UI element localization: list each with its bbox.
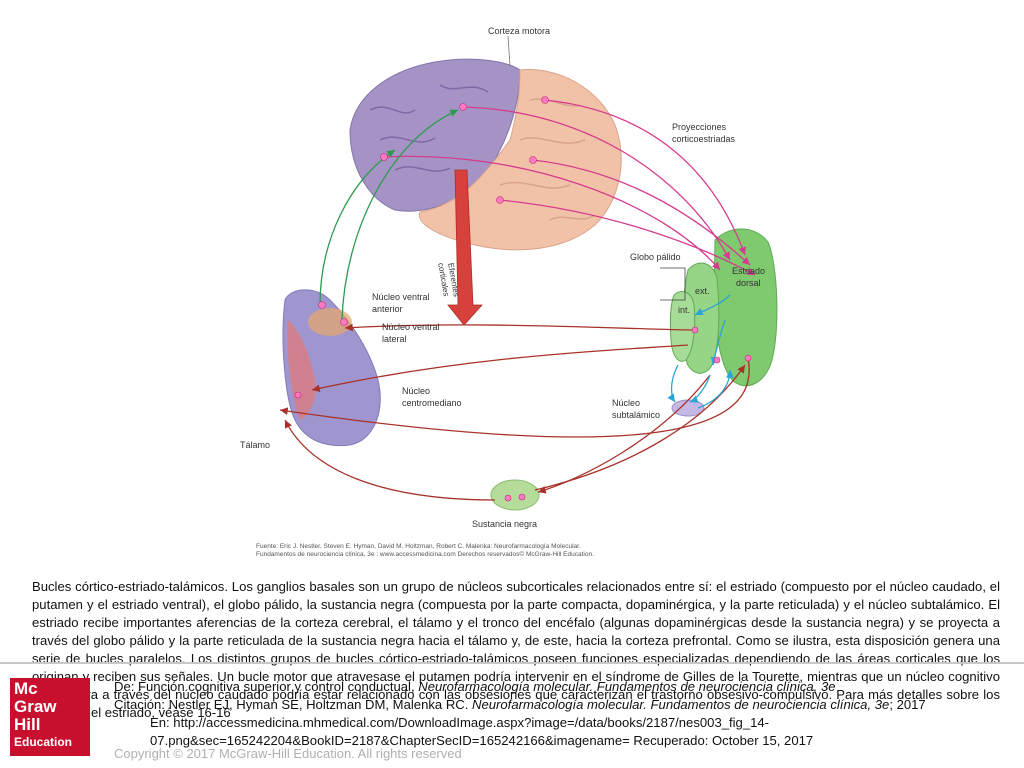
- citation-line-2: Citación: Nestler EJ, Hyman SE, Holtzman…: [114, 696, 994, 714]
- indirect-pathway: [667, 294, 734, 409]
- citation-source-chapter: De: Función cognitiva superior y control…: [114, 679, 419, 694]
- logo-line-1: Mc: [14, 679, 38, 698]
- label-proyecciones-2: corticoestriadas: [672, 134, 736, 144]
- citation-book-title: Neurofarmacología molecular. Fundamentos…: [418, 679, 836, 694]
- label-int: int.: [678, 305, 691, 315]
- motor-cortex-pointer: [507, 35, 511, 67]
- globus-pallidus-bracket: [660, 267, 686, 301]
- mcgraw-hill-logo: Mc Graw Hill Education: [10, 678, 90, 756]
- figure-credit: Fuente: Eric J. Nestler, Steven E. Hyman…: [256, 543, 594, 559]
- label-nucleo-centromediano-1: Núcleo: [402, 386, 431, 396]
- citation-year: ; 2017: [889, 697, 926, 712]
- label-talamo: Tálamo: [240, 440, 271, 450]
- copyright-notice: Copyright © 2017 McGraw-Hill Education. …: [114, 746, 462, 761]
- citation-url-line-2[interactable]: 07.png&sec=165242204&BookID=2187&Chapter…: [150, 733, 814, 748]
- logo-line-2: Graw: [14, 697, 57, 716]
- diagram-graphics: [279, 35, 778, 511]
- striatum: [669, 228, 778, 387]
- thalamus: [282, 289, 381, 447]
- efferent-arrow: [447, 169, 483, 326]
- citation-url-line-1[interactable]: En: http://accessmedicina.mhmedical.com/…: [150, 715, 770, 730]
- pallidothalamic-projections: [279, 323, 750, 501]
- divider: [0, 662, 1024, 664]
- citation-authors: Citación: Nestler EJ, Hyman SE, Holtzman…: [114, 697, 473, 712]
- label-nucleo-centromediano-2: centromediano: [402, 398, 462, 408]
- label-nucleo-subtalamico-2: subtalámico: [612, 410, 661, 420]
- citation-line-1: De: Función cognitiva superior y control…: [114, 678, 994, 696]
- label-proyecciones-1: Proyecciones: [672, 122, 727, 132]
- citation-block: De: Función cognitiva superior y control…: [114, 678, 994, 750]
- logo-line-4: Education: [14, 735, 73, 749]
- cerebral-cortex: [349, 58, 622, 251]
- neuron-markers: [294, 96, 752, 502]
- label-estriado-2: dorsal: [736, 278, 761, 288]
- label-nucleo-ventral-lateral-1: Núcleo ventral: [382, 322, 440, 332]
- substantia-nigra: [490, 479, 540, 511]
- label-nucleo-ventral-anterior-2: anterior: [372, 304, 403, 314]
- citation-book-title-2: Neurofarmacología molecular. Fundamentos…: [472, 697, 890, 712]
- label-nucleo-ventral-lateral-2: lateral: [382, 334, 407, 344]
- label-sustancia-negra: Sustancia negra: [472, 519, 538, 529]
- label-corteza-motora: Corteza motora: [488, 26, 551, 36]
- logo-line-3: Hill: [14, 715, 41, 734]
- label-estriado-1: Estriado: [732, 266, 766, 276]
- credit-line-2: Fundamentos de neurociencia clínica, 3e …: [256, 551, 594, 558]
- corticostriatal-projections: [383, 99, 756, 276]
- label-nucleo-subtalamico-1: Núcleo: [612, 398, 641, 408]
- label-globo-palido: Globo pálido: [630, 252, 681, 262]
- thalamocortical-projections: [319, 109, 459, 321]
- basal-ganglia-diagram: Corteza motora Proyecciones corticoestri…: [220, 0, 830, 565]
- label-nucleo-ventral-anterior-1: Núcleo ventral: [372, 292, 430, 302]
- label-ext: ext.: [695, 286, 710, 296]
- credit-line-1: Fuente: Eric J. Nestler, Steven E. Hyman…: [256, 543, 581, 550]
